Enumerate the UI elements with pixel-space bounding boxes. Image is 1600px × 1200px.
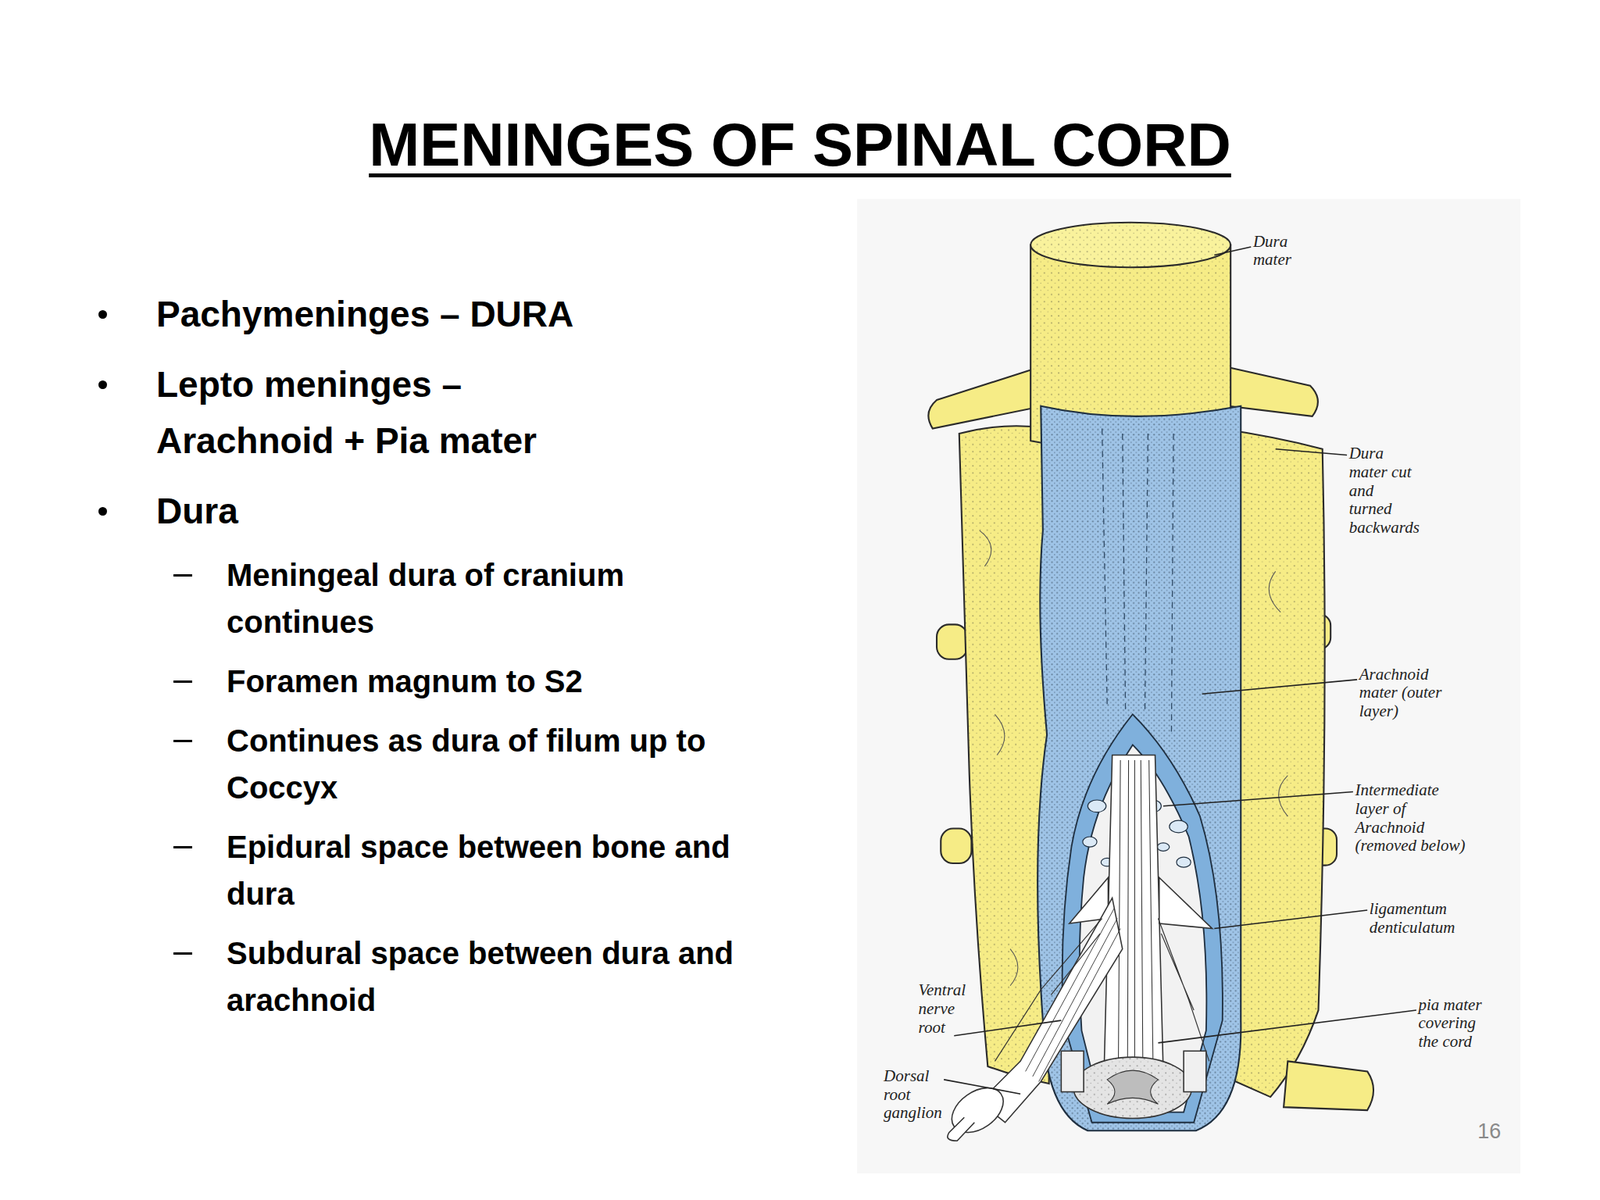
bullet-item: Pachymeninges – DURA <box>0 285 813 343</box>
part-label: Dorsal root ganglion <box>883 1067 947 1123</box>
bullet-dash <box>173 846 193 849</box>
bullet-dash <box>173 952 193 955</box>
part-label: ligamentum denticulatum <box>1369 900 1460 937</box>
part-label: Arachnoid mater (outer layer) <box>1359 665 1454 722</box>
bullet-item: Continues as dura of filum up to Coccyx <box>0 717 813 811</box>
bullet-dash <box>173 739 193 743</box>
bullet-item: Epidural space between bone and dura <box>0 823 813 918</box>
part-label: Ventral nerve root <box>918 981 972 1037</box>
part-label: Dura mater <box>1253 232 1317 270</box>
sub-bullet-text: Continues as dura of filum up to Coccyx <box>226 717 774 811</box>
leader-lines <box>943 246 1417 1094</box>
bullet-dash <box>173 574 193 577</box>
sub-bullet-text: Epidural space between bone and dura <box>226 823 774 918</box>
figure-background <box>857 199 1521 1174</box>
bullet-item: Dura <box>0 482 813 540</box>
bullet-item: Foramen magnum to S2 <box>0 657 813 705</box>
bullet-item: Lepto meninges – Arachnoid + Pia mater <box>0 356 813 469</box>
sub-bullet-text: Meningeal dura of cranium continues <box>226 551 774 646</box>
part-label: Intermediate layer of Arachnoid (removed… <box>1355 781 1468 855</box>
bullet-text: Lepto meninges – Arachnoid + Pia mater <box>156 356 641 469</box>
bullet-item: Meningeal dura of cranium continues <box>0 551 813 646</box>
part-label: pia mater covering the cord <box>1418 996 1489 1052</box>
bullet-dot <box>98 507 108 516</box>
slide-title: MENINGES OF SPINAL CORD <box>0 111 1600 179</box>
bullet-dot <box>98 310 108 319</box>
spinal-cord <box>943 755 1213 1143</box>
bullet-list: Pachymeninges – DURA Lepto meninges – Ara… <box>0 285 813 1024</box>
bullet-text: Pachymeninges – DURA <box>156 285 641 343</box>
bullet-dot <box>98 380 108 390</box>
sub-bullet-text: Foramen magnum to S2 <box>226 657 774 705</box>
bullet-item: Subdural space between dura and arachnoi… <box>0 929 813 1024</box>
part-label: Dura mater cut and turned backwards <box>1349 444 1417 537</box>
page-number: 16 <box>1477 1119 1501 1144</box>
opened-arachnoid <box>1062 714 1223 1122</box>
bullet-text: Dura <box>156 482 641 540</box>
sub-bullet-text: Subdural space between dura and arachnoi… <box>226 929 774 1024</box>
bullet-dash <box>173 680 193 683</box>
